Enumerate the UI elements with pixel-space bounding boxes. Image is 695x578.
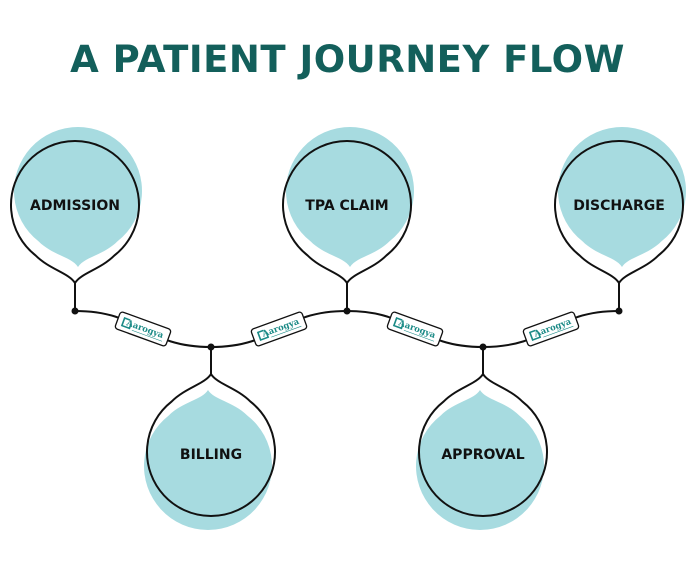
bubble-fill (286, 127, 414, 267)
logo-icon (392, 317, 404, 330)
step-tpa-claim: TPA CLAIM (282, 127, 414, 311)
connector-tag: Aarogya (386, 311, 444, 347)
tag-underline (131, 329, 163, 342)
bubble-fill (416, 390, 544, 530)
bubble-outline (10, 140, 140, 285)
connector-tag: Aarogya (114, 311, 172, 347)
step-label: APPROVAL (441, 447, 524, 463)
step-label: DISCHARGE (573, 198, 665, 214)
junction-dot (71, 307, 79, 315)
connector-tag: Aarogya (250, 311, 308, 347)
tag-border (386, 311, 444, 347)
bubble-outline (554, 140, 684, 285)
junction-dot (207, 343, 215, 351)
step-label: TPA CLAIM (305, 198, 388, 214)
bubble-outline (418, 372, 548, 517)
bubble-fill (14, 127, 143, 267)
tag-border (250, 311, 308, 347)
tag-underline (271, 325, 302, 338)
junction-dot (479, 343, 487, 351)
step-discharge: DISCHARGE (554, 127, 686, 311)
step-admission: ADMISSION (10, 127, 143, 311)
connector-tag: Aarogya (522, 311, 580, 347)
bubble-fill (144, 390, 273, 530)
step-billing: BILLING (144, 347, 276, 530)
junction-dot (615, 307, 623, 315)
junction-dot (343, 307, 351, 315)
tag-border (522, 311, 580, 347)
logo-icon (528, 329, 542, 341)
bubble-outline (146, 372, 276, 517)
step-label: ADMISSION (30, 198, 120, 214)
logo-icon (120, 317, 132, 330)
tag-border (114, 311, 172, 347)
step-label: BILLING (180, 447, 242, 463)
tag-underline (403, 329, 435, 342)
page-title: A PATIENT JOURNEY FLOW (70, 38, 625, 81)
bubble-outline (282, 140, 412, 285)
logo-icon (256, 329, 270, 341)
tag-underline (543, 325, 574, 338)
step-approval: APPROVAL (416, 347, 548, 530)
bubble-fill (558, 127, 686, 267)
